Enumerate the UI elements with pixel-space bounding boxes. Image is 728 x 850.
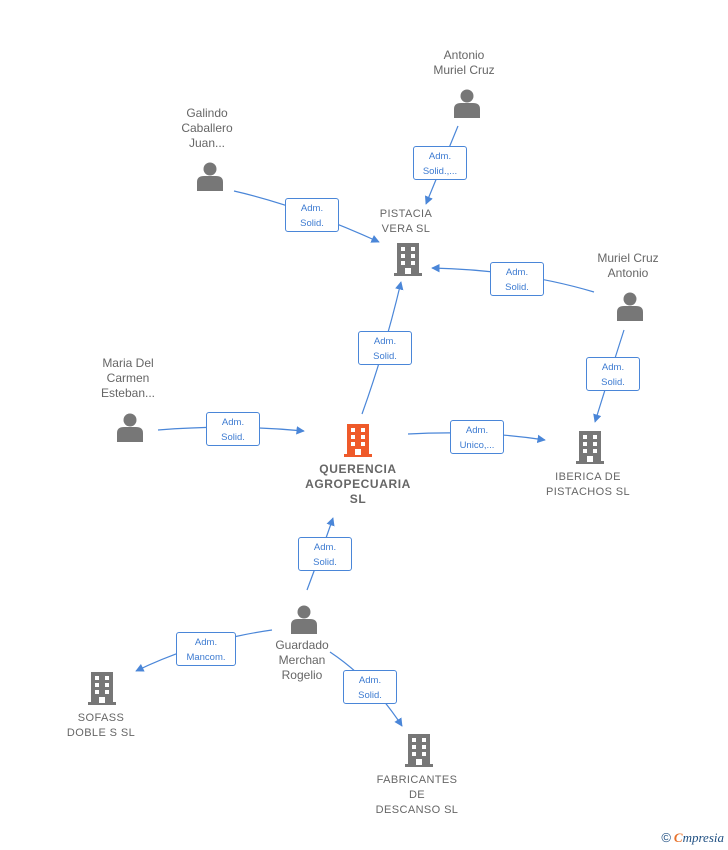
node-label-iberica[interactable]: IBERICA DE PISTACHOS SL	[545, 471, 631, 498]
node-label-antonio[interactable]: Antonio Muriel Cruz	[433, 48, 495, 77]
edge-label-galindo-pistacia[interactable]: Adm. Solid.	[285, 198, 339, 232]
edge-label-querencia-iberica[interactable]: Adm. Unico,...	[450, 420, 504, 454]
person-icon-muriel[interactable]	[617, 292, 643, 322]
brand-watermark: ©Cmpresia	[661, 830, 724, 846]
edge-label-guardado-sofass[interactable]: Adm. Mancom.	[176, 632, 236, 666]
edge-label-muriel-iberica[interactable]: Adm. Solid.	[586, 357, 640, 391]
edge-label-antonio-pistacia[interactable]: Adm. Solid.,...	[413, 146, 467, 180]
building-icon-fabricantes[interactable]	[405, 734, 433, 767]
node-label-galindo[interactable]: Galindo Caballero Juan...	[181, 106, 233, 150]
edge-label-querencia-pistacia[interactable]: Adm. Solid.	[358, 331, 412, 365]
edge-label-guardado-querencia[interactable]: Adm. Solid.	[298, 537, 352, 571]
building-icon-iberica[interactable]	[576, 431, 604, 464]
person-icon-guardado[interactable]	[291, 605, 317, 635]
person-icon-galindo[interactable]	[197, 162, 223, 192]
node-label-muriel[interactable]: Muriel Cruz Antonio	[597, 251, 659, 280]
edge-label-guardado-fabricantes[interactable]: Adm. Solid.	[343, 670, 397, 704]
brand-initial: C	[673, 830, 683, 845]
node-label-querencia[interactable]: QUERENCIA AGROPECUARIA SL	[305, 462, 411, 506]
edge-label-muriel-pistacia[interactable]: Adm. Solid.	[490, 262, 544, 296]
person-icon-antonio[interactable]	[454, 89, 480, 119]
edge-label-maria-querencia[interactable]: Adm. Solid.	[206, 412, 260, 446]
node-label-sofass[interactable]: SOFASS DOBLE S SL	[66, 712, 136, 739]
person-icon-maria[interactable]	[117, 413, 143, 443]
node-label-guardado[interactable]: Guardado Merchan Rogelio	[275, 638, 329, 682]
brand-name: mpresia	[682, 830, 724, 845]
building-icon-sofass[interactable]	[88, 672, 116, 705]
copyright-icon: ©	[661, 830, 671, 845]
node-label-pistacia[interactable]: PISTACIA VERA SL	[379, 208, 433, 235]
node-label-fabricantes[interactable]: FABRICANTES DE DESCANSO SL	[375, 774, 459, 816]
building-icon-querencia[interactable]	[344, 424, 372, 457]
building-icon-pistacia[interactable]	[394, 243, 422, 276]
node-label-maria[interactable]: Maria Del Carmen Esteban...	[100, 356, 156, 400]
